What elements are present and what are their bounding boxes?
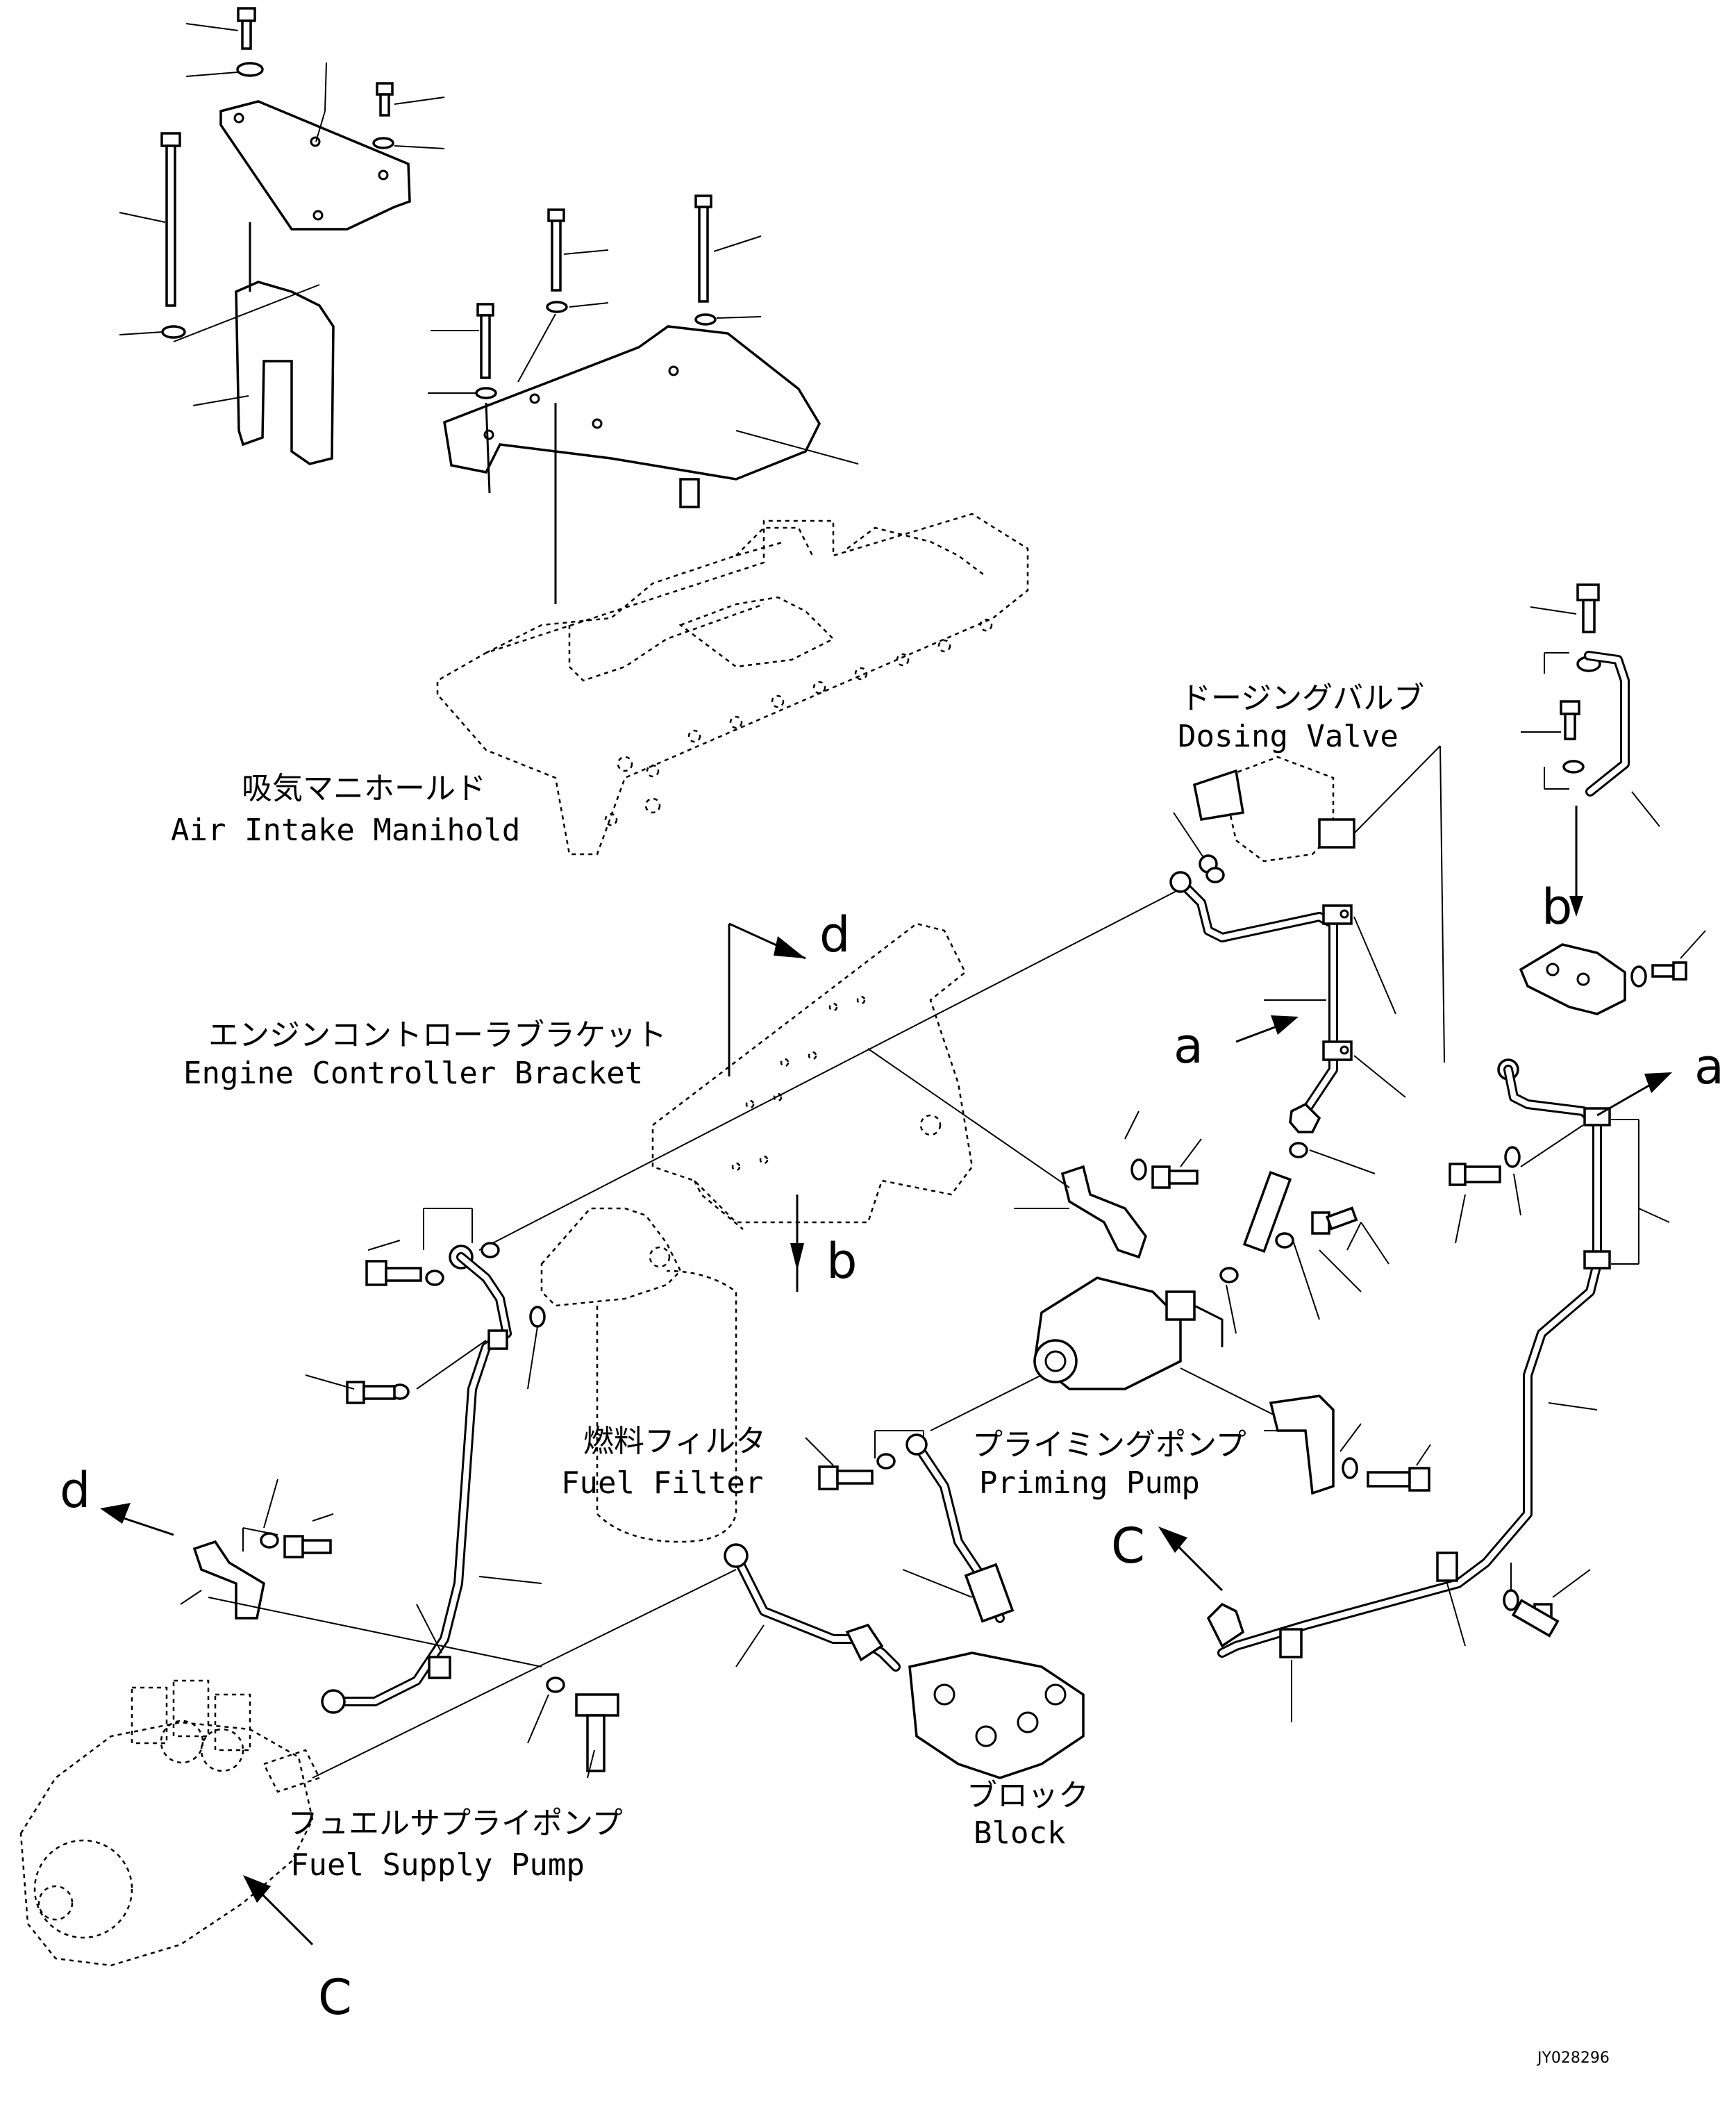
junction-block <box>1519 943 1626 1015</box>
top-right-pipe-assembly: b <box>1519 583 1706 1015</box>
air-intake-manifold-label-ja: 吸気マニホールド <box>242 771 486 806</box>
bolt-icon <box>1367 1467 1430 1492</box>
block-label-en: Block <box>974 1815 1065 1851</box>
bolt-icon <box>476 303 494 379</box>
washer-icon <box>260 1532 279 1549</box>
block-label-ja: ブロック <box>967 1778 1089 1813</box>
bolt-icon <box>1151 1165 1199 1189</box>
washer-icon <box>1503 1589 1519 1611</box>
drawing-code: JY028296 <box>1536 2049 1610 2067</box>
engine-controller-bracket: エンジンコントローラブラケット Engine Controller Bracke… <box>183 906 974 1230</box>
washer-icon <box>694 313 717 326</box>
fuel-supply-pump-label-ja: フュエルサプライポンプ <box>287 1806 623 1841</box>
bolt-icon <box>1449 1163 1501 1186</box>
bolt-icon <box>694 194 712 303</box>
pump-head-cylinders <box>131 1679 251 1772</box>
bolt-icon <box>1511 1599 1560 1638</box>
bolt-icon <box>365 1260 422 1286</box>
bolt-icon <box>237 7 256 50</box>
pipe-clamp <box>1322 1040 1353 1061</box>
bolt-icon <box>575 1693 619 1772</box>
washer-icon <box>546 301 568 313</box>
washer-icon <box>1275 1232 1294 1249</box>
washer-icon <box>1205 867 1225 883</box>
washer-icon <box>236 62 264 77</box>
view-marker-d: d <box>819 906 850 963</box>
washer-icon <box>1504 1146 1521 1168</box>
bracket-bolt-holes <box>731 995 866 1172</box>
engine-controller-bracket-label-ja: エンジンコントローラブラケット <box>208 1017 667 1053</box>
upper-bracket-assembly <box>119 7 859 604</box>
small-bracket-d <box>192 1540 265 1620</box>
washer-icon <box>481 1242 500 1258</box>
priming-pump-label-en: Priming Pump <box>979 1465 1200 1501</box>
view-marker-b: b <box>1542 879 1572 935</box>
pipe-clamp <box>1436 1551 1458 1582</box>
manifold-port-holes <box>604 618 993 826</box>
long-bolt-icon <box>160 132 181 307</box>
view-marker-b-center: b <box>826 1233 857 1290</box>
bolt-icon <box>376 82 394 117</box>
bolt-icon <box>818 1465 874 1490</box>
priming-pump-label-ja: プライミングポンプ <box>972 1427 1246 1463</box>
washer-icon <box>1342 1457 1358 1479</box>
fuel-filter-label-ja: 燃料フィルタ <box>583 1424 766 1459</box>
pipe-clamp <box>487 1329 508 1350</box>
heat-shield-plate <box>443 325 821 481</box>
dosing-feed-pipe: a <box>478 867 1406 1251</box>
air-intake-manifold-label-en: Air Intake Manihold <box>171 813 520 848</box>
washer-icon <box>529 1306 546 1328</box>
dosing-valve-label-ja: ドージングバルブ <box>1180 681 1424 716</box>
washer-icon <box>425 1270 444 1286</box>
bolt-icon <box>547 208 565 292</box>
bolt-icon <box>283 1535 332 1558</box>
support-bracket <box>235 281 335 465</box>
engine-controller-bracket-label-en: Engine Controller Bracket <box>183 1056 643 1091</box>
view-marker-c-right: C <box>1111 1517 1145 1574</box>
pipe-clamp <box>1279 1628 1303 1658</box>
small-support-bracket: b <box>790 1048 1202 1292</box>
left-feed-pipe: d <box>60 1208 619 1779</box>
dosing-valve-label-en: Dosing Valve <box>1178 719 1399 754</box>
fuel-filter: 燃料フィルタ Fuel Filter <box>540 1207 766 1543</box>
bolt-icon <box>1560 700 1580 740</box>
washer-icon <box>1130 1158 1147 1181</box>
o-ring-icon <box>1289 1142 1308 1158</box>
fuel-filter-label-en: Fuel Filter <box>561 1465 763 1501</box>
washer-icon <box>161 325 186 339</box>
block-assembly: ブロック Block <box>724 1361 1089 1851</box>
washer-icon <box>475 387 497 399</box>
priming-pump-mount-plate <box>1269 1395 1335 1495</box>
washer-icon <box>876 1453 896 1470</box>
view-marker-a-right: a <box>1694 1038 1724 1095</box>
pipe-clamp <box>1322 904 1353 925</box>
washer-icon <box>1219 1267 1239 1283</box>
washer-icon <box>372 137 394 149</box>
washer-icon <box>1562 760 1585 774</box>
fuel-supply-pump: フュエルサプライポンプ Fuel Supply Pump C <box>19 1569 737 2026</box>
pipe-clamp <box>1583 1107 1611 1126</box>
dosing-valve: ドージングバルブ Dosing Valve <box>1173 681 1445 1063</box>
fuel-supply-pump-label-en: Fuel Supply Pump <box>290 1847 585 1883</box>
air-intake-manifold: 吸気マニホールド Air Intake Manihold <box>171 513 1029 856</box>
bolt-icon <box>346 1381 396 1404</box>
view-marker-c-left: C <box>318 1969 352 2026</box>
right-return-pipe: a C <box>1111 1038 1724 1722</box>
view-marker-d-left: d <box>60 1462 90 1519</box>
washer-icon <box>546 1676 565 1693</box>
washer-icon <box>1630 965 1647 988</box>
pipe-clamp <box>428 1656 451 1679</box>
bolt-icon <box>1651 961 1687 981</box>
bolt-icon <box>1576 583 1600 633</box>
pipe-clamp <box>1583 1250 1611 1270</box>
view-marker-a: a <box>1174 1017 1203 1074</box>
mounting-plate <box>219 100 411 231</box>
priming-pump: プライミングポンプ Priming Pump <box>972 1170 1431 1501</box>
bolt-icon <box>1311 1206 1358 1235</box>
